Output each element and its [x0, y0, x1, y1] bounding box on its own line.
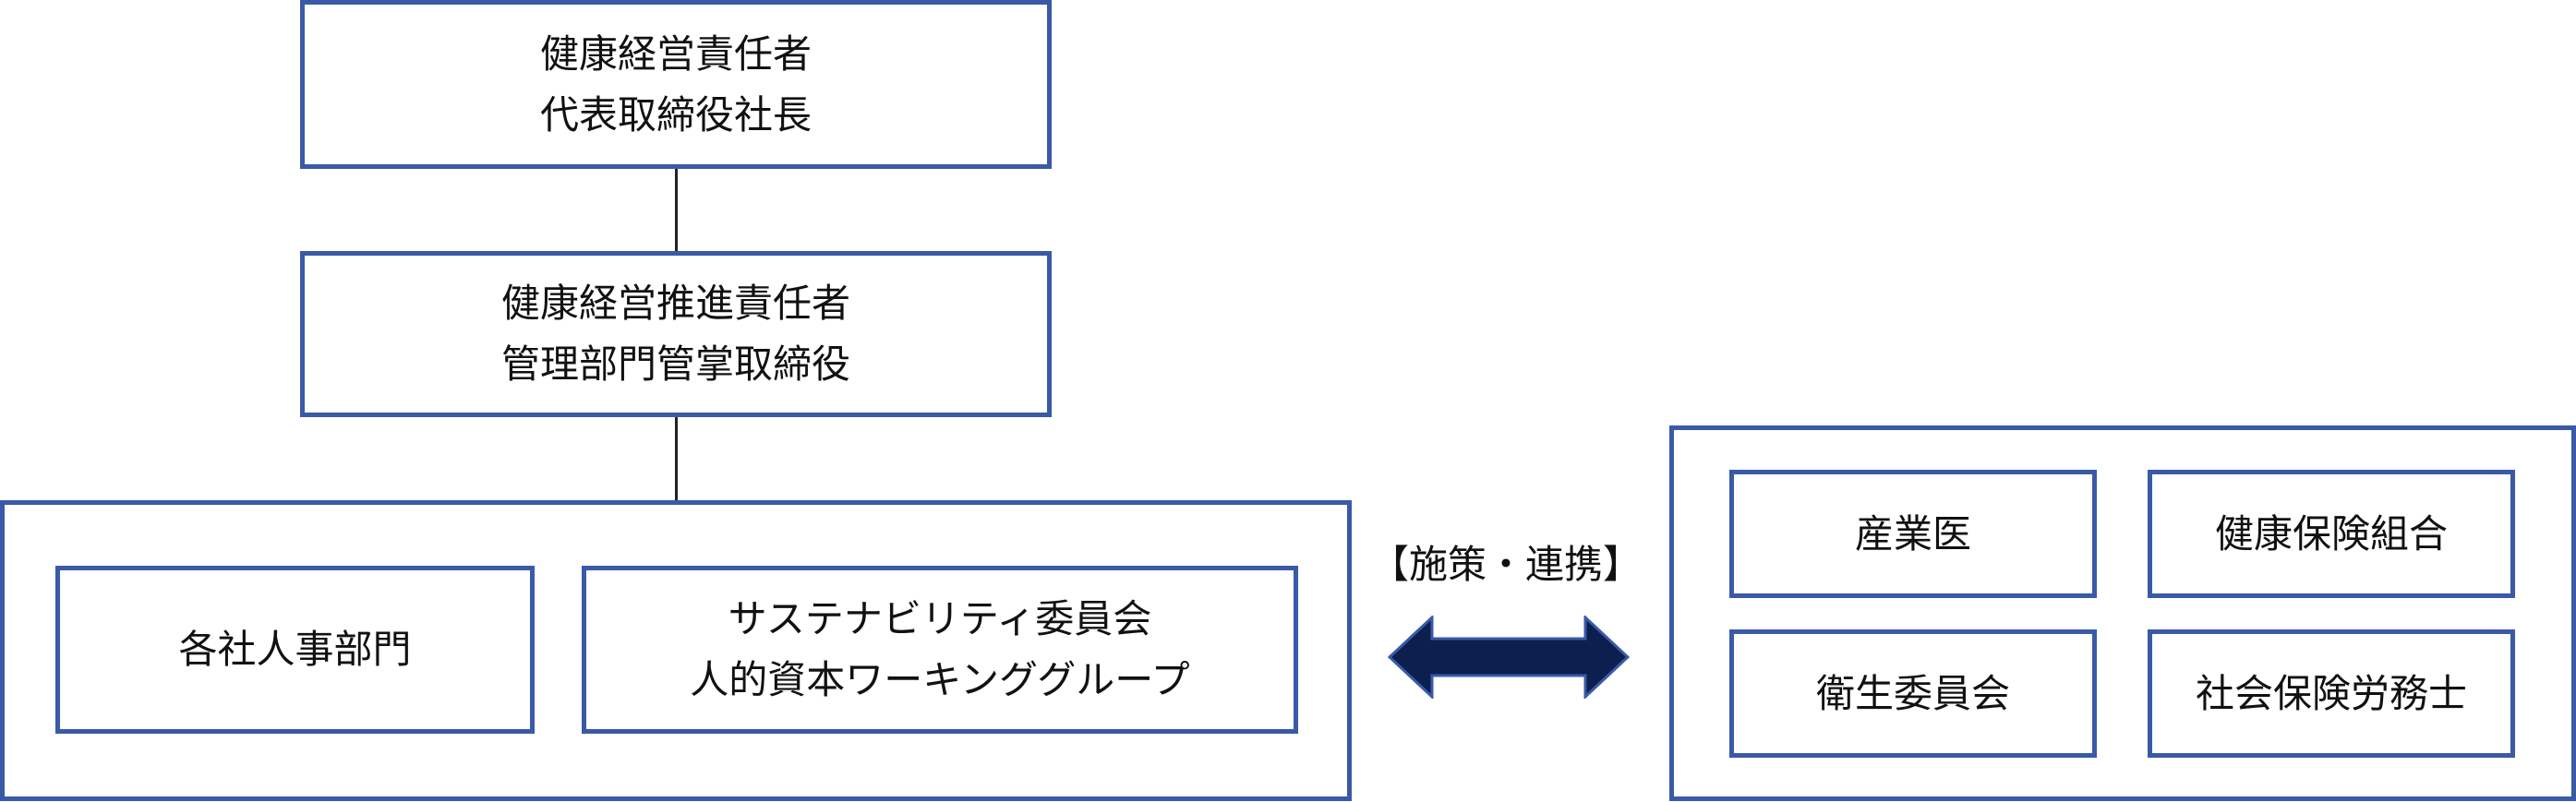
- partner-occupational-physician: 産業医: [1729, 470, 2097, 598]
- box-sustainability-committee: サステナビリティ委員会 人的資本ワーキンググループ: [582, 566, 1298, 734]
- promotion-officer-title: 健康経営推進責任者: [500, 281, 850, 326]
- hr-department-label: 各社人事部門: [178, 627, 412, 672]
- relation-label: 【施策・連携】: [1370, 542, 1643, 587]
- committee-line1: サステナビリティ委員会: [728, 596, 1152, 641]
- partner-label: 衛生委員会: [1815, 670, 2010, 716]
- double-arrow-icon: [1388, 616, 1630, 699]
- box-health-management-officer: 健康経営責任者 代表取締役社長: [300, 0, 1052, 169]
- partner-health-insurance-union: 健康保険組合: [2148, 470, 2515, 598]
- partner-social-insurance-labor-consultant: 社会保険労務士: [2148, 629, 2515, 758]
- health-officer-title: 健康経営責任者: [539, 30, 812, 77]
- connector-top-middle: [675, 169, 678, 251]
- promotion-officer-role: 管理部門管掌取締役: [500, 341, 850, 387]
- box-hr-department: 各社人事部門: [55, 566, 535, 734]
- box-promotion-officer: 健康経営推進責任者 管理部門管掌取締役: [300, 251, 1052, 417]
- partner-health-committee: 衛生委員会: [1729, 629, 2097, 758]
- partner-label: 産業医: [1854, 510, 1971, 557]
- health-officer-role: 代表取締役社長: [539, 91, 812, 138]
- partner-label: 社会保険労務士: [2195, 670, 2467, 716]
- partner-label: 健康保険組合: [2214, 510, 2448, 557]
- committee-line2: 人的資本ワーキンググループ: [690, 657, 1190, 702]
- connector-middle-bottom: [675, 417, 678, 500]
